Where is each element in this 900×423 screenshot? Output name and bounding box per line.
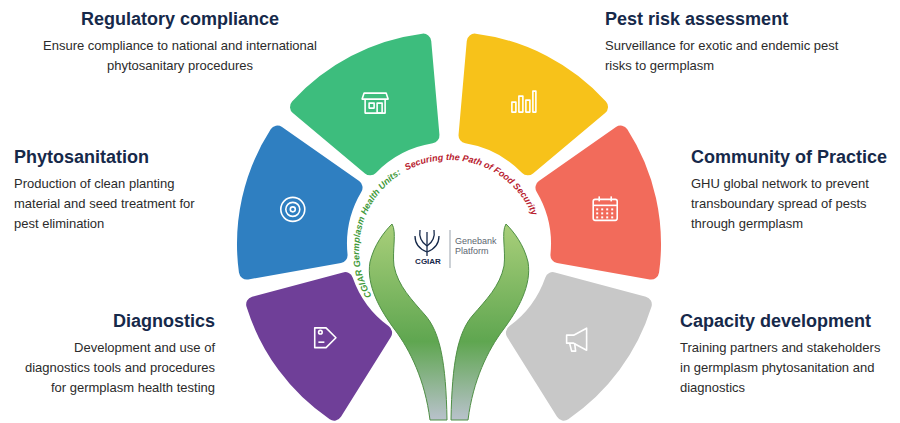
right-hand: [451, 224, 529, 420]
topic-heading: Pest risk assessment: [605, 8, 890, 30]
topic-block: Community of PracticeGHU global network …: [691, 146, 896, 234]
arc-label: CGIAR Germplasm Health Units:: [351, 167, 402, 300]
topic-block: Pest risk assessmentSurveillance for exo…: [605, 8, 890, 76]
tag-icon: [305, 322, 336, 353]
logo-text: CGIAR: [408, 257, 448, 266]
topic-block: Regulatory complianceEnsure compliance t…: [30, 8, 330, 76]
divider-line: [450, 230, 451, 268]
arc-label: Securing the Path of Food Security: [403, 152, 540, 218]
logo-text: Genebank Platform: [455, 236, 503, 257]
topic-description: Surveillance for exotic and endemic pest…: [605, 36, 850, 76]
topic-heading: Diagnostics: [10, 310, 215, 332]
topic-heading: Capacity development: [680, 310, 895, 332]
bars-icon: [512, 91, 536, 112]
topic-heading: Community of Practice: [691, 146, 896, 168]
store-icon: [362, 93, 388, 113]
cgiar-emblem: [415, 230, 439, 256]
topic-heading: Phytosanitation: [14, 146, 214, 168]
topic-block: PhytosanitationProduction of clean plant…: [14, 146, 214, 234]
hands-illustration: [369, 224, 528, 420]
target-icon: [281, 197, 305, 221]
topic-heading: Regulatory compliance: [30, 8, 330, 30]
topic-description: Ensure compliance to national and intern…: [40, 36, 320, 76]
topic-description: GHU global network to prevent transbound…: [691, 174, 891, 234]
topic-description: Development and use of diagnostics tools…: [10, 338, 215, 398]
topic-block: DiagnosticsDevelopment and use of diagno…: [10, 310, 215, 398]
ring-segment: [506, 272, 652, 421]
topic-description: Training partners and stakeholders in ge…: [680, 338, 892, 398]
megaphone-icon: [567, 328, 587, 351]
calendar-icon: [593, 196, 617, 220]
left-hand: [369, 224, 447, 420]
topic-description: Production of clean planting material an…: [14, 174, 204, 234]
topic-block: Capacity developmentTraining partners an…: [680, 310, 895, 398]
ring-segment: [535, 126, 661, 280]
ring-segment: [237, 126, 363, 280]
